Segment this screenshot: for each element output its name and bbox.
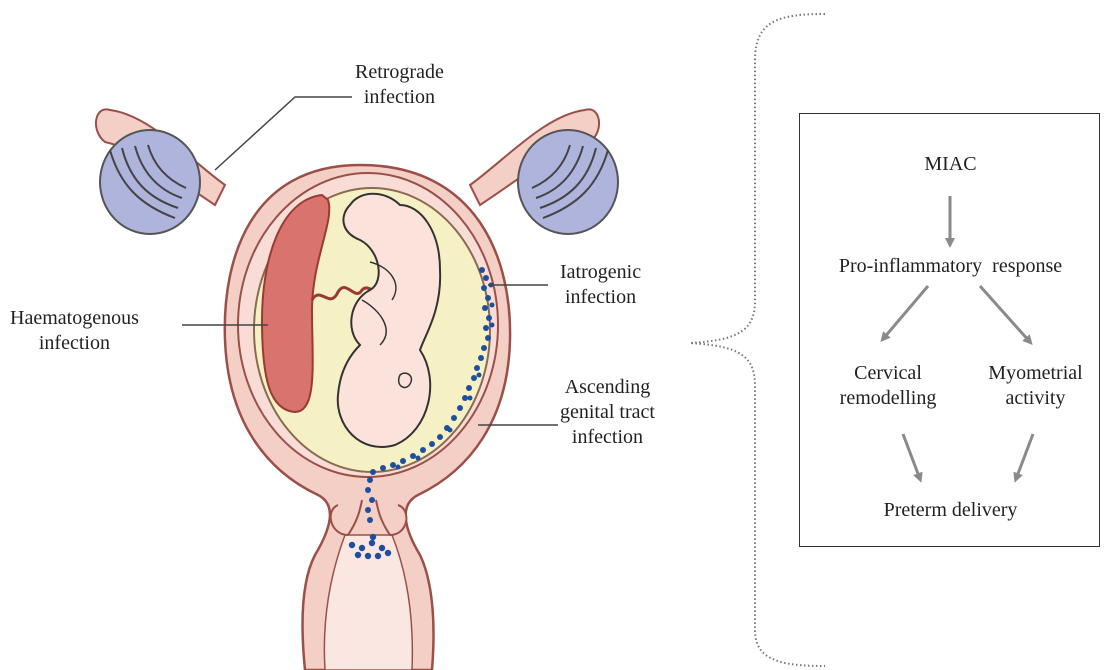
flowchart-arrows — [800, 114, 1101, 548]
label-iatrogenic-infection: Iatrogenic infection — [560, 260, 641, 310]
node-myometrial-activity: Myometrial activity — [970, 361, 1101, 411]
arrow-cervical-to-preterm — [903, 434, 920, 479]
right-ovary — [518, 130, 618, 234]
node-proinflammatory-response: Pro-inflammatory response — [800, 254, 1101, 279]
label-haematogenous-infection: Haematogenous infection — [10, 306, 139, 356]
arrow-response-to-myometrial — [980, 286, 1030, 342]
label-retrograde-infection: Retrograde infection — [355, 60, 444, 110]
fetus — [338, 194, 440, 447]
left-ovary — [100, 130, 200, 234]
arrow-response-to-cervical — [883, 286, 928, 339]
leader-retrograde — [215, 97, 352, 170]
label-ascending-infection: Ascending genital tract infection — [560, 375, 655, 450]
node-preterm-delivery: Preterm delivery — [800, 498, 1101, 523]
node-cervical-remodelling: Cervical remodelling — [818, 361, 958, 411]
flowchart-box: MIAC Pro-inflammatory response Cervical … — [799, 113, 1100, 547]
node-miac: MIAC — [800, 152, 1101, 177]
arrow-myometrial-to-preterm — [1016, 434, 1033, 479]
